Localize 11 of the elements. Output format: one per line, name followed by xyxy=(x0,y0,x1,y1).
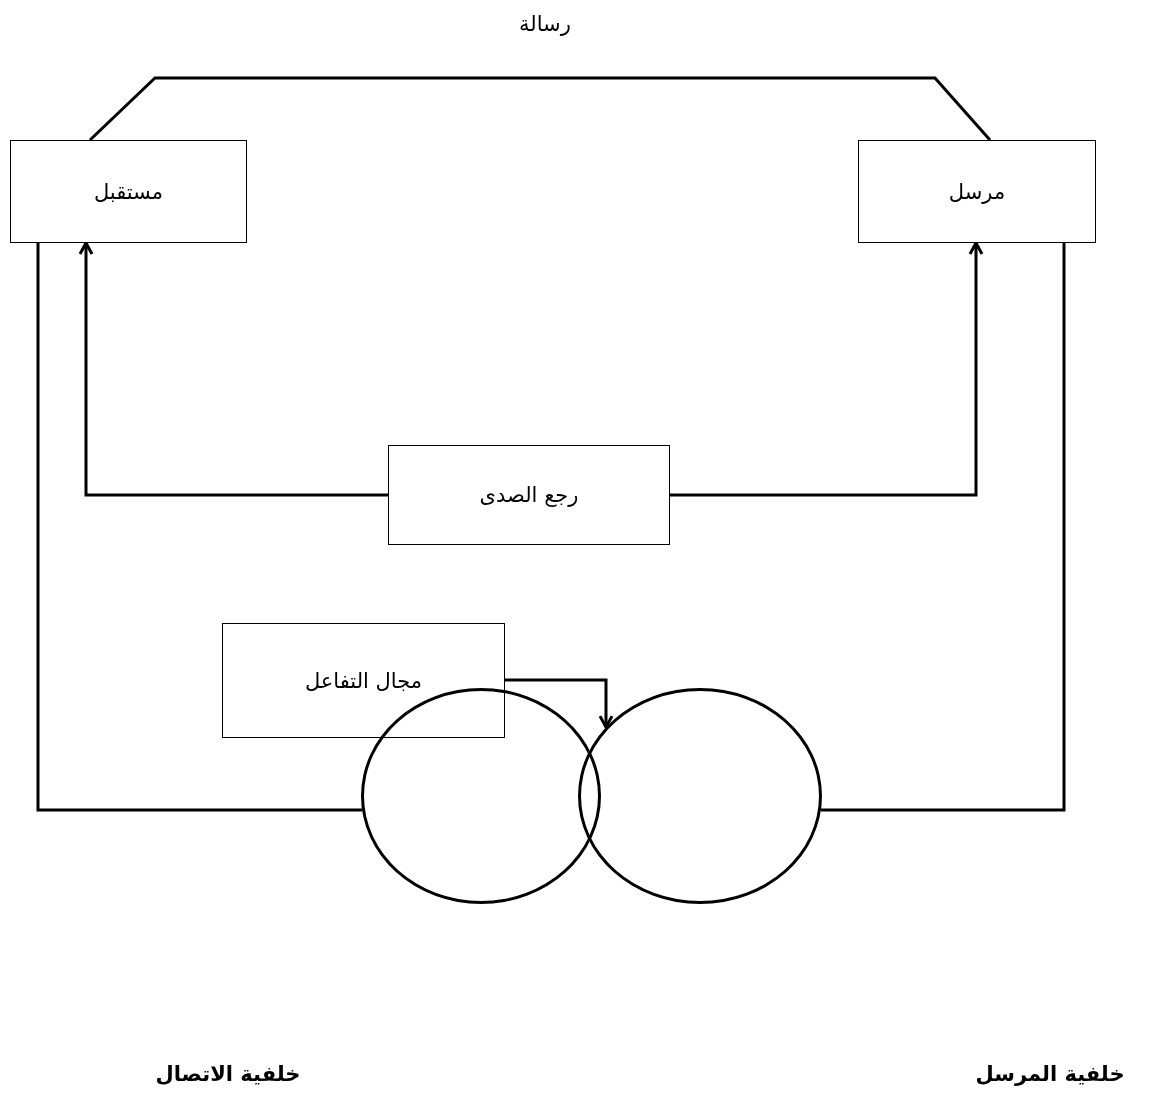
text-box: مرسل xyxy=(858,140,1096,243)
arrow xyxy=(78,241,388,497)
arrow xyxy=(670,241,984,497)
circle xyxy=(578,688,822,904)
text-box: مجال التفاعل xyxy=(222,623,505,738)
connector-line xyxy=(36,243,362,812)
text-box: رجع الصدى xyxy=(388,445,670,545)
connector-line xyxy=(820,243,1066,812)
connector-line xyxy=(88,76,992,142)
text-box: مستقبل xyxy=(10,140,247,243)
arrow xyxy=(505,678,614,729)
